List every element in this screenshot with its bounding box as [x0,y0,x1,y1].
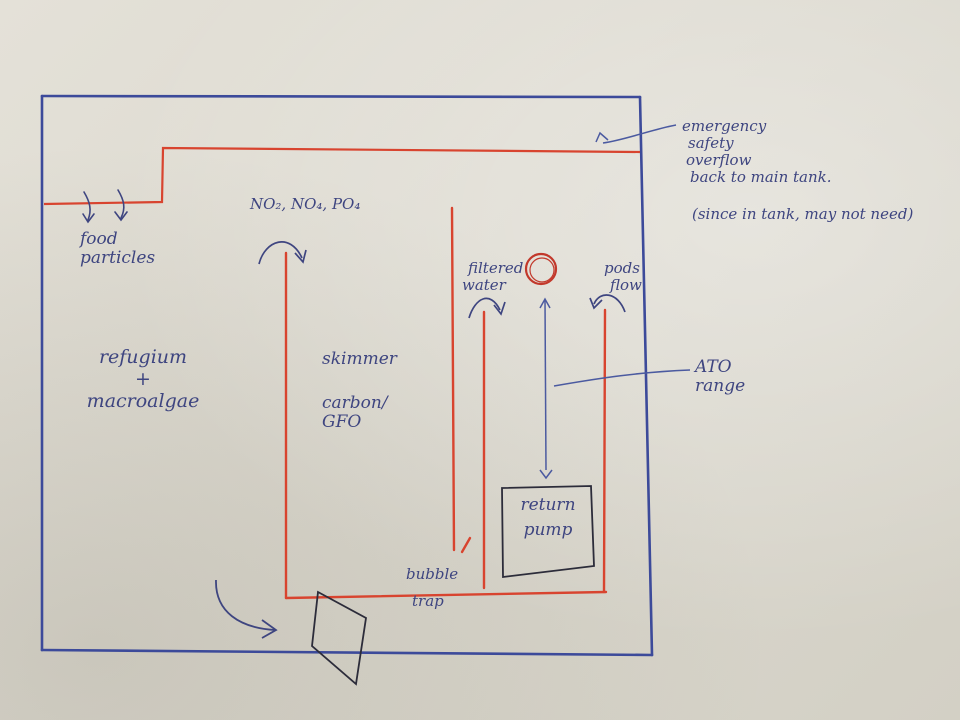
macroalgae-word: macroalgae [86,390,200,412]
ato-pointer [553,369,691,387]
flow-word: flow [610,276,642,294]
filtered-arrow [468,297,501,319]
baffle-bubble-trap-1 [450,206,456,552]
emergency-pointer [602,124,677,144]
food-word: food [80,229,118,249]
tank-right-edge [638,95,654,657]
bubble-trap-tick [460,536,472,554]
return-pump-box [501,485,595,579]
nutrient-arrow-head [294,249,307,264]
return-nozzle-inner [529,257,555,283]
return-word: return [520,495,576,515]
water-word: water [462,276,506,294]
food-arrows [82,189,128,224]
trap-word: trap [412,592,444,610]
ato-range-label: ATO range [695,358,745,396]
baffles [284,206,608,600]
back-to-main-tank: back to main tank. [690,168,832,186]
plus-sign: + [135,368,151,390]
nutrients-label: NO₂, NO₄, PO₄ [250,195,361,213]
tank-top-edge [40,94,642,99]
bubble-trap-label: bubble trap [406,566,458,610]
range-word: range [695,376,746,396]
drain-diamond [311,590,367,686]
emergency-word: emergency [682,117,767,135]
carbon-word: carbon/ [322,393,388,413]
pump-word: pump [523,520,573,540]
pods-word: pods [604,259,640,277]
return-line-arrow-down [539,469,553,480]
food-particles-label: food particles [80,230,155,268]
baffle-chamber-bottom [284,590,608,600]
return-line [544,299,547,471]
emergency-pointer-head [595,131,609,143]
return-nozzle [524,252,558,286]
water-level-line [43,146,641,206]
return-pump-label: return pump [508,496,588,540]
emergency-overflow-label: emergency safety overflow back to main t… [682,118,832,186]
skimmer-label: skimmer [322,349,397,369]
bubble-word: bubble [406,565,459,583]
overflow-word: overflow [686,151,752,169]
pods-flow-label: pods flow [604,260,642,294]
inflow-arrow-head [261,619,278,639]
tank-bottom-edge [40,648,654,657]
pods-arrow-head [589,297,603,310]
return-line-arrow-up [539,297,551,309]
pods-arrow [593,294,626,313]
carbon-gfo-label: carbon/ GFO [322,394,388,432]
refugium-word: refugium [98,346,188,368]
ato-word: ATO [695,357,732,377]
nutrient-arrow [258,241,303,265]
gfo-word: GFO [322,412,362,432]
filtered-word: filtered [468,259,524,277]
particles-word: particles [80,248,156,268]
baffle-return-right [602,308,607,594]
filtered-water-label: filtered water [462,260,523,294]
tank-outline [40,94,654,657]
filtered-arrow-head [493,301,506,316]
emergency-note: (since in tank, may not need) [692,205,914,223]
refugium-label: refugium + macroalgae [78,346,208,412]
inflow-arrow [215,579,276,631]
safety-word: safety [688,134,734,152]
